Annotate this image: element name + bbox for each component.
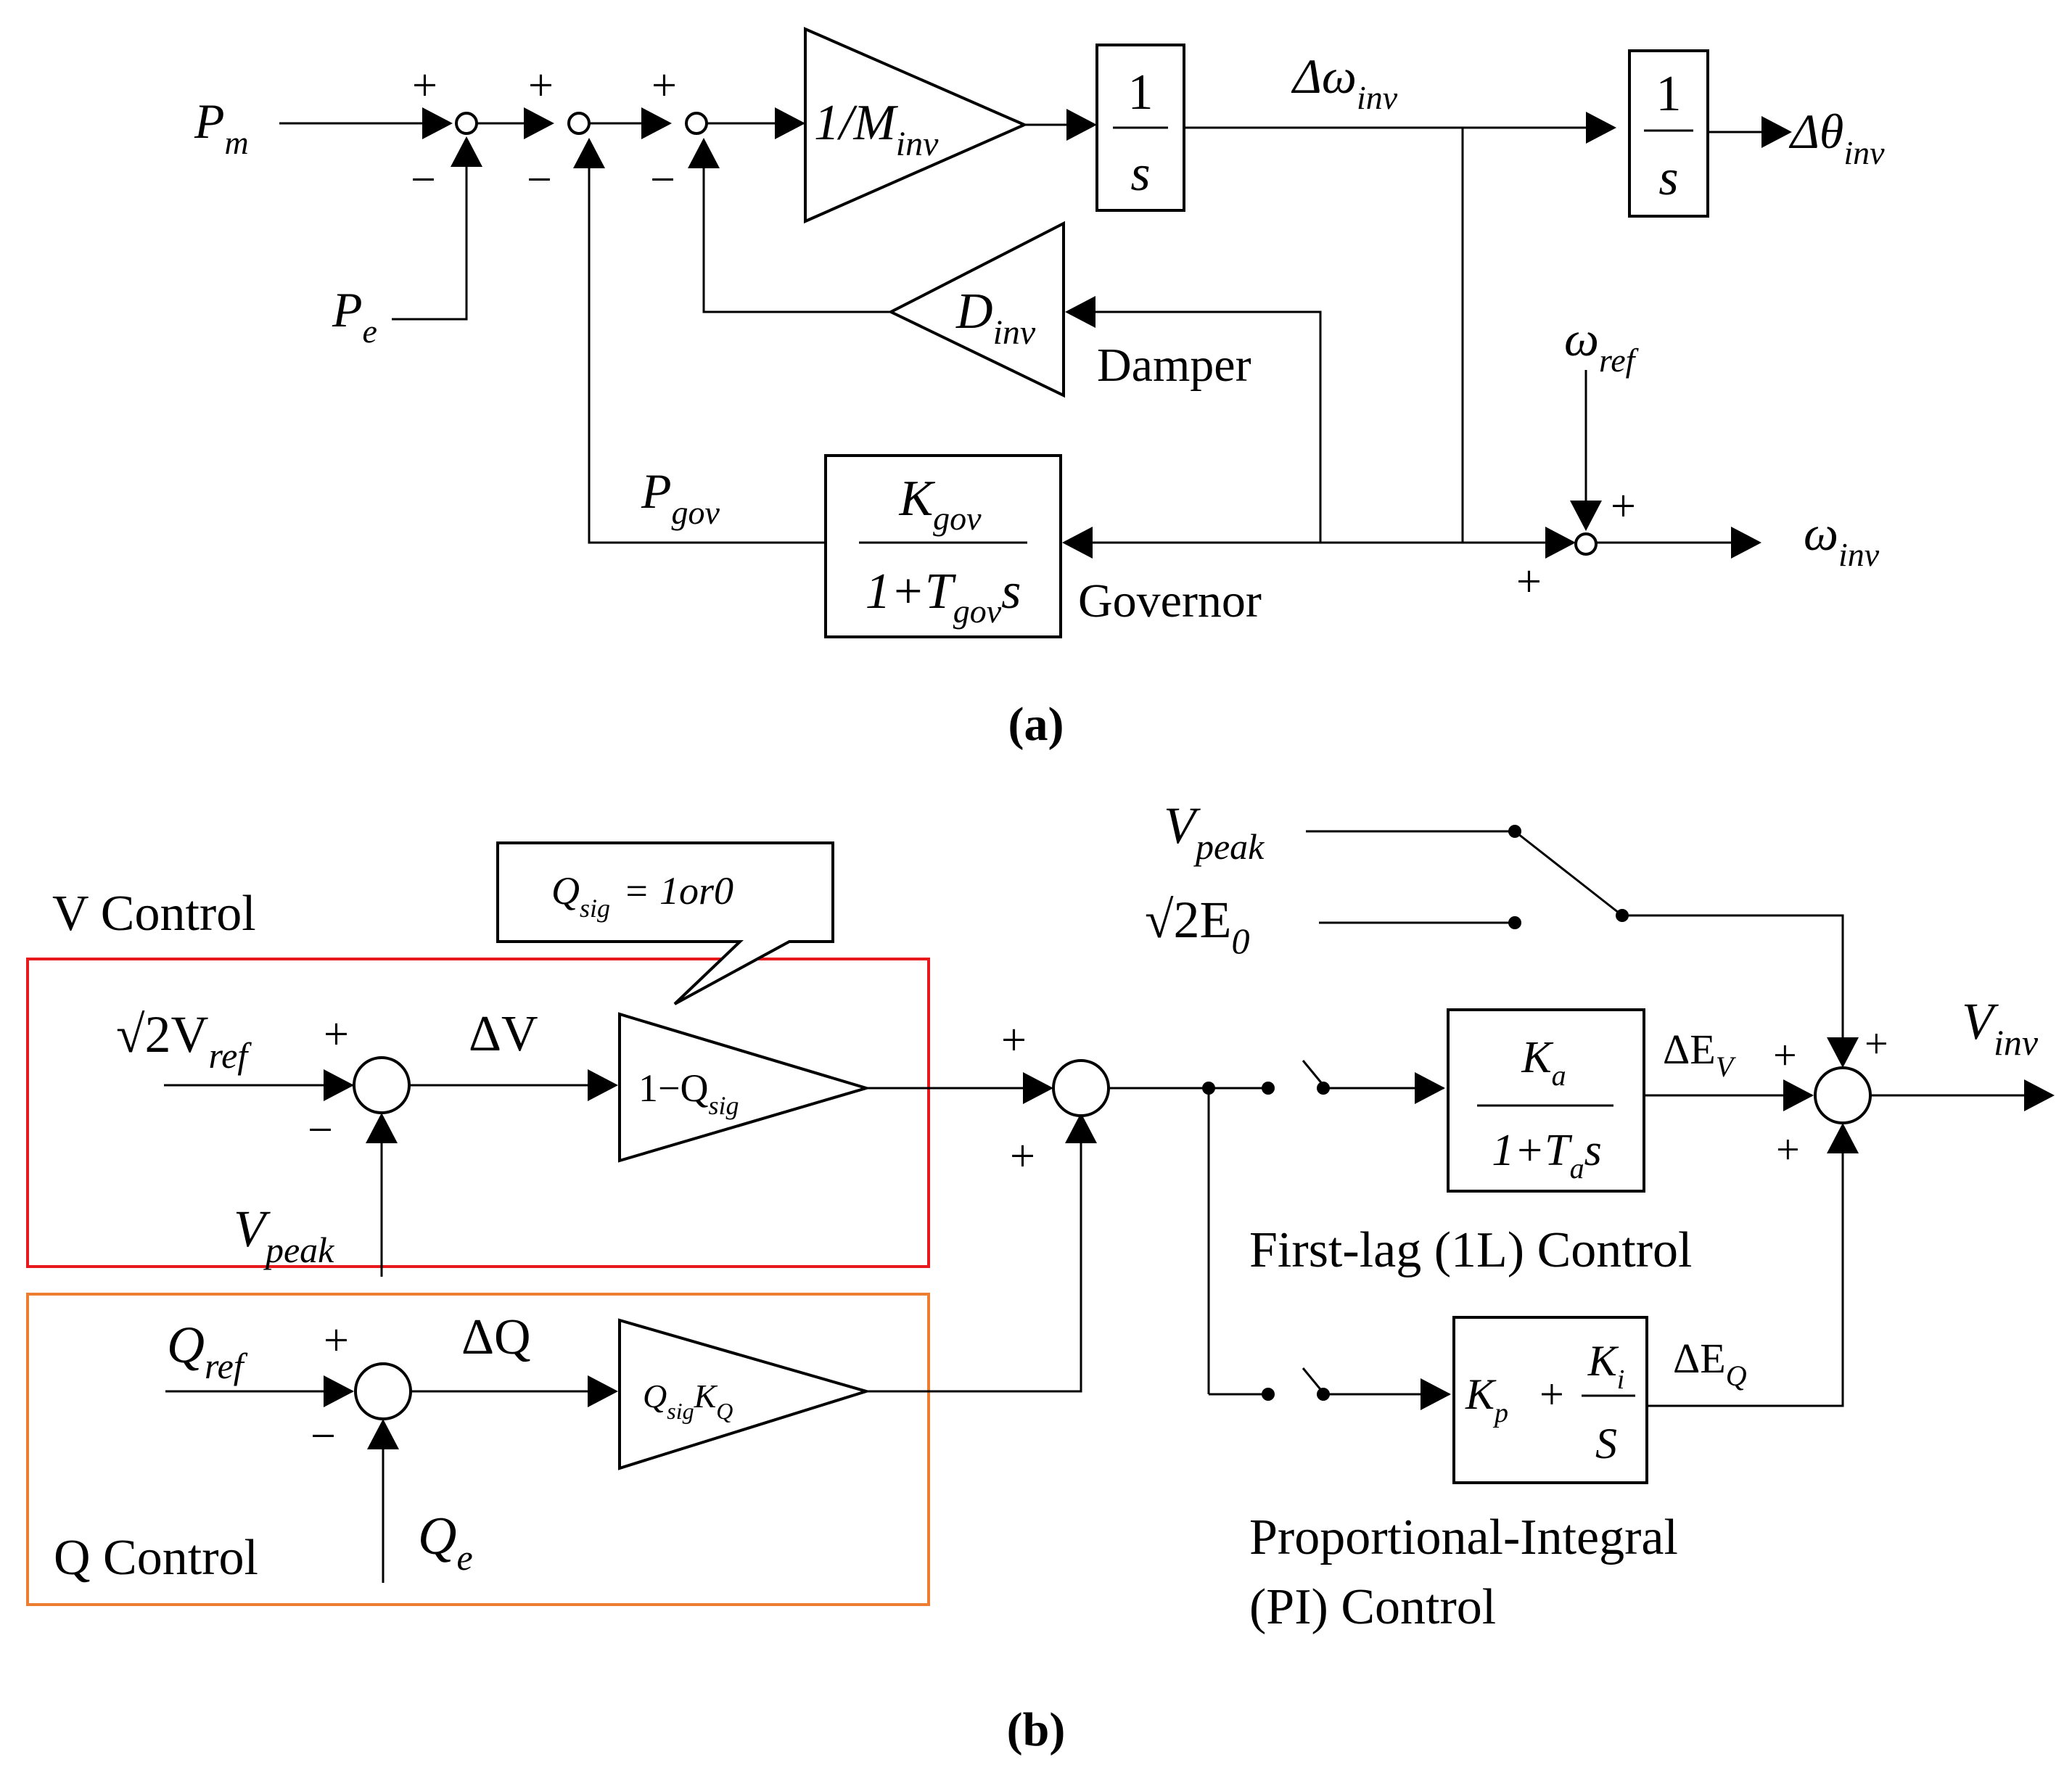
- inertia-gain-block: [804, 26, 1028, 224]
- sum3-minus: −: [650, 155, 675, 205]
- panel-a: Pm + − Pe + − + − 1/Minv: [194, 26, 1885, 751]
- q-gain-block: [618, 1318, 871, 1470]
- v-control-label: V Control: [52, 886, 256, 942]
- svg-text:+: +: [324, 1316, 349, 1365]
- svg-text:Ki: Ki: [1587, 1337, 1625, 1395]
- svg-text:+: +: [1865, 1020, 1888, 1067]
- sum-junction-2: [567, 112, 591, 135]
- svg-text:+: +: [1001, 1016, 1027, 1065]
- qsig-callout-text: Qsig= 1or0: [551, 869, 733, 923]
- svg-text:+: +: [1776, 1126, 1800, 1173]
- svg-text:+: +: [324, 1010, 349, 1059]
- voltage-selector-switch: [1514, 830, 1623, 917]
- svg-text:Kp: Kp: [1465, 1370, 1508, 1428]
- first-lag-block: [1447, 1008, 1645, 1193]
- svg-text:+: +: [1516, 557, 1542, 606]
- caption-b: (b): [1007, 1703, 1066, 1756]
- v-gain-block: [618, 1012, 872, 1163]
- svg-text:1+Tgovs: 1+Tgovs: [866, 564, 1021, 630]
- sum2-plus: +: [528, 61, 554, 110]
- svg-text:s: s: [1658, 150, 1678, 206]
- wref-label: ωref: [1564, 311, 1640, 379]
- switch-vpeak-label: Vpeak: [1164, 796, 1265, 867]
- damper-gain-label: Dinv: [955, 284, 1036, 352]
- vinv-label: Vinv: [1962, 992, 2039, 1063]
- switch-1l: [1302, 1060, 1325, 1086]
- svg-text:+: +: [1539, 1370, 1564, 1418]
- governor-block: [824, 454, 1062, 638]
- sum-junction-3: [685, 112, 708, 135]
- inertia-gain-label: 1/Minv: [814, 95, 939, 163]
- svg-text:−: −: [311, 1412, 336, 1461]
- q-sum-junction: [354, 1362, 412, 1420]
- q-control-box: [26, 1293, 930, 1606]
- mid-sum-junction: [1052, 1059, 1110, 1117]
- delta-omega-label: Δωinv: [1291, 49, 1398, 116]
- svg-text:1: 1: [1656, 66, 1682, 122]
- v-control-box: [26, 958, 930, 1268]
- output-sum-junction: [1814, 1066, 1872, 1124]
- integrator-block-2: [1628, 49, 1709, 218]
- qe-label: Qe: [418, 1507, 473, 1578]
- qsig-callout: [496, 841, 834, 1005]
- pi-block: [1452, 1316, 1648, 1484]
- svg-text:1: 1: [1128, 65, 1154, 120]
- svg-text:Kgov: Kgov: [898, 471, 982, 537]
- svg-text:Ka: Ka: [1521, 1033, 1566, 1092]
- v-sum-junction: [353, 1056, 411, 1114]
- governor-label: Governor: [1078, 575, 1262, 627]
- delta-theta-label: Δθinv: [1788, 104, 1885, 171]
- pi-label-line1: Proportional-Integral: [1249, 1510, 1678, 1565]
- vref-label: √2Vref: [116, 1005, 252, 1076]
- damper-block: [887, 221, 1065, 398]
- svg-text:+: +: [1611, 482, 1636, 531]
- qref-label: Qref: [167, 1316, 248, 1386]
- q-gain-label: QsigKQ: [643, 1378, 733, 1424]
- damper-label: Damper: [1097, 339, 1251, 392]
- sum2-minus: −: [527, 155, 552, 205]
- omega-sum-junction: [1574, 532, 1598, 556]
- sum-junction-1: [455, 112, 478, 135]
- sum3-plus: +: [651, 61, 677, 110]
- pm-arrow: [422, 107, 453, 139]
- delta-ev-label: ΔEV: [1663, 1026, 1737, 1083]
- svg-text:S: S: [1595, 1420, 1617, 1468]
- v-gain-label: 1−Qsig: [638, 1066, 739, 1120]
- pgov-label: Pgov: [641, 464, 720, 531]
- svg-text:+: +: [1773, 1032, 1797, 1079]
- pi-label-line2: (PI) Control: [1249, 1579, 1496, 1635]
- svg-text:1+Tas: 1+Tas: [1492, 1126, 1601, 1185]
- svg-text:+: +: [1010, 1132, 1035, 1181]
- omega-out-label: ωinv: [1804, 506, 1880, 573]
- first-lag-label: First-lag (1L) Control: [1249, 1222, 1692, 1278]
- q-control-label: Q Control: [54, 1530, 258, 1586]
- panel-b: V Control Q Control Qsig= 1or0 √2Vref + …: [26, 796, 2055, 1756]
- delta-eq-label: ΔEQ: [1673, 1335, 1747, 1392]
- svg-text:−: −: [308, 1106, 333, 1155]
- vpeak-label: Vpeak: [234, 1200, 334, 1270]
- sum1-minus: −: [411, 155, 436, 205]
- delta-v-label: ΔV: [469, 1006, 538, 1062]
- caption-a: (a): [1008, 698, 1064, 751]
- svg-text:s: s: [1130, 146, 1150, 202]
- pe-label: Pe: [332, 282, 377, 350]
- switch-e0-label: √2E0: [1145, 891, 1250, 961]
- delta-q-label: ΔQ: [461, 1309, 531, 1365]
- sum1-plus: +: [412, 61, 437, 110]
- pm-label: Pm: [194, 94, 249, 161]
